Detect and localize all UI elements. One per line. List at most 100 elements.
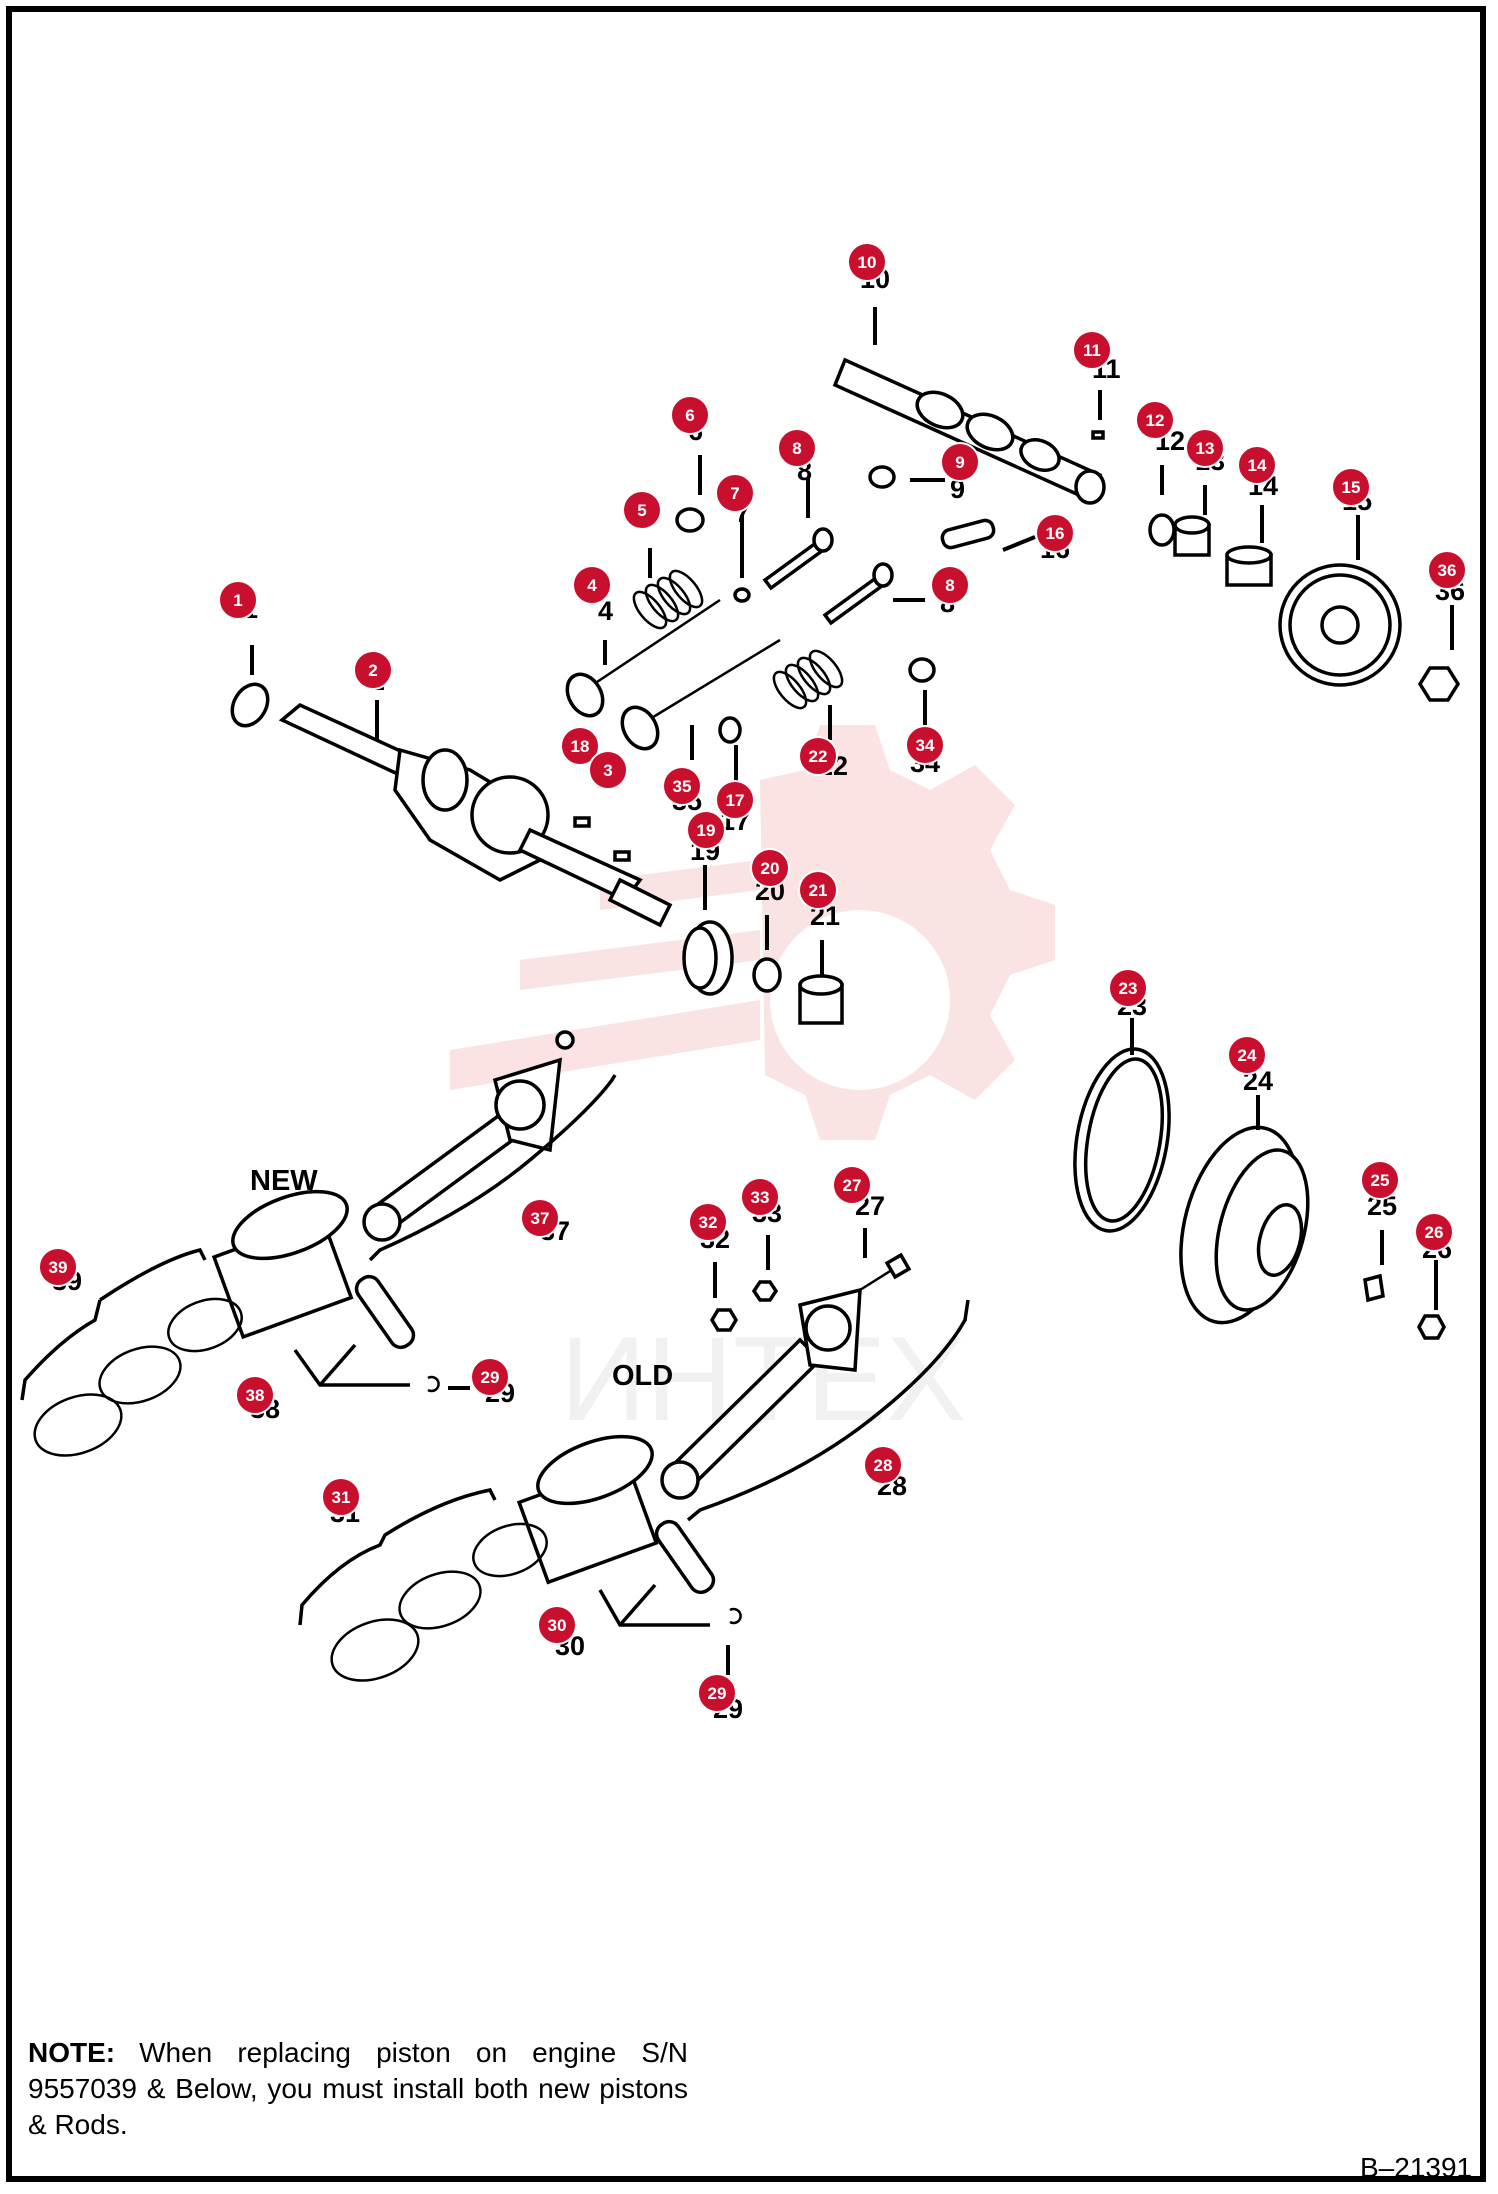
svg-text:39: 39 [49, 1258, 68, 1277]
svg-text:16: 16 [1046, 524, 1065, 543]
part-11-key [1091, 430, 1105, 440]
callout-3b[interactable]: 3 [588, 750, 628, 790]
callout-28[interactable]: 28 [863, 1445, 903, 1485]
callout-29a[interactable]: 29 [470, 1357, 510, 1397]
callout-32[interactable]: 32 [688, 1202, 728, 1242]
svg-text:29: 29 [708, 1684, 727, 1703]
part-5-valve-spring [632, 569, 704, 630]
svg-text:17: 17 [726, 791, 745, 810]
callout-22[interactable]: 22 [798, 736, 838, 776]
bracket-piston-old-b [618, 1583, 657, 1627]
part-28-connecting-rod-old [660, 1287, 862, 1500]
callout-37[interactable]: 37 [520, 1198, 560, 1238]
svg-text:26: 26 [1425, 1223, 1444, 1242]
callout-26[interactable]: 26 [1414, 1212, 1454, 1252]
callout-4[interactable]: 4 [572, 565, 612, 605]
svg-text:8: 8 [945, 576, 954, 595]
callout-36[interactable]: 36 [1427, 550, 1467, 590]
callout-5[interactable]: 5 [622, 490, 662, 530]
part-piston-old [516, 1434, 659, 1585]
note-label: NOTE: [28, 2037, 116, 2068]
drawing-number: B–21391 [1360, 2152, 1473, 2183]
part-14-bushing [1225, 545, 1273, 587]
callout-11[interactable]: 11 [1072, 330, 1112, 370]
label-new: NEW [250, 1165, 318, 1197]
callout-8b[interactable]: 8 [930, 565, 970, 605]
callout-12[interactable]: 12 [1135, 400, 1175, 440]
part-37-connecting-rod-new [362, 1030, 575, 1242]
callout-2[interactable]: 2 [353, 650, 393, 690]
part-38-piston-pin [354, 1274, 416, 1350]
part-2-crankshaft [278, 702, 673, 928]
part-piston-new [211, 1189, 354, 1340]
callout-39[interactable]: 39 [38, 1247, 78, 1287]
callout-38[interactable]: 38 [235, 1375, 275, 1415]
installation-note: NOTE:When replacing piston on engine S/N… [28, 2035, 688, 2143]
callout-9[interactable]: 9 [940, 442, 980, 482]
svg-text:7: 7 [730, 484, 739, 503]
part-29-clip-new [427, 1375, 440, 1393]
callout-19[interactable]: 19 [686, 810, 726, 850]
bracket-piston-new-b [318, 1343, 357, 1387]
callout-33[interactable]: 33 [740, 1177, 780, 1217]
part-32-nut [709, 1308, 739, 1332]
part-21-bushing [798, 974, 844, 1025]
svg-text:28: 28 [874, 1456, 893, 1475]
bracket-rod-old [686, 1299, 970, 1522]
svg-text:3: 3 [603, 761, 612, 780]
bracket-rings-new-b [99, 1247, 207, 1302]
callout-29b[interactable]: 29 [697, 1673, 737, 1713]
svg-text:13: 13 [1196, 439, 1215, 458]
svg-text:11: 11 [1083, 341, 1101, 360]
callout-8a[interactable]: 8 [777, 428, 817, 468]
callout-7[interactable]: 7 [715, 473, 755, 513]
page-border [6, 6, 1486, 2182]
callout-34[interactable]: 34 [905, 725, 945, 765]
part-13-bushing [1173, 515, 1211, 557]
svg-text:36: 36 [1438, 561, 1457, 580]
part-33-nut [751, 1280, 779, 1302]
svg-text:6: 6 [685, 406, 694, 425]
callout-16[interactable]: 16 [1035, 513, 1075, 553]
callout-23[interactable]: 23 [1108, 968, 1148, 1008]
callout-35[interactable]: 35 [662, 766, 702, 806]
svg-text:38: 38 [246, 1386, 265, 1405]
part-4-intake-valve [565, 598, 721, 718]
callout-10[interactable]: 10 [847, 242, 887, 282]
callout-24[interactable]: 24 [1227, 1035, 1267, 1075]
callout-6[interactable]: 6 [670, 395, 710, 435]
bracket-piston-old [598, 1589, 710, 1627]
callout-13[interactable]: 13 [1185, 428, 1225, 468]
callout-15[interactable]: 15 [1331, 467, 1371, 507]
bracket-rings-new [20, 1299, 102, 1401]
callout-30[interactable]: 30 [537, 1605, 577, 1645]
callout-17[interactable]: 17 [715, 780, 755, 820]
svg-text:34: 34 [916, 736, 935, 755]
svg-text:9: 9 [955, 453, 964, 472]
part-10-camshaft [832, 357, 1106, 505]
callout-20[interactable]: 20 [750, 848, 790, 888]
svg-text:21: 21 [809, 881, 828, 900]
watermark-gear-logo: ИHTEX [450, 725, 1055, 1446]
svg-text:18: 18 [571, 737, 590, 756]
part-22-valve-spring [772, 649, 844, 710]
callout-1[interactable]: 1 [218, 580, 258, 620]
part-6-retainer [675, 507, 705, 533]
callout-18[interactable]: 18 [560, 726, 600, 766]
callout-21[interactable]: 21 [798, 870, 838, 910]
callout-25[interactable]: 25 [1360, 1160, 1400, 1200]
svg-text:14: 14 [1248, 456, 1267, 475]
callout-31[interactable]: 31 [321, 1477, 361, 1517]
svg-text:1: 1 [233, 591, 242, 610]
svg-text:33: 33 [751, 1188, 770, 1207]
part-35-exhaust-valve [620, 638, 781, 751]
svg-text:23: 23 [1119, 979, 1138, 998]
callout-27[interactable]: 27 [832, 1165, 872, 1205]
leader-lines [250, 307, 1454, 1675]
bracket-piston-new [293, 1348, 410, 1387]
svg-text:30: 30 [548, 1616, 567, 1635]
callout-14[interactable]: 14 [1237, 445, 1277, 485]
svg-text:37: 37 [531, 1209, 550, 1228]
svg-text:2: 2 [368, 661, 377, 680]
